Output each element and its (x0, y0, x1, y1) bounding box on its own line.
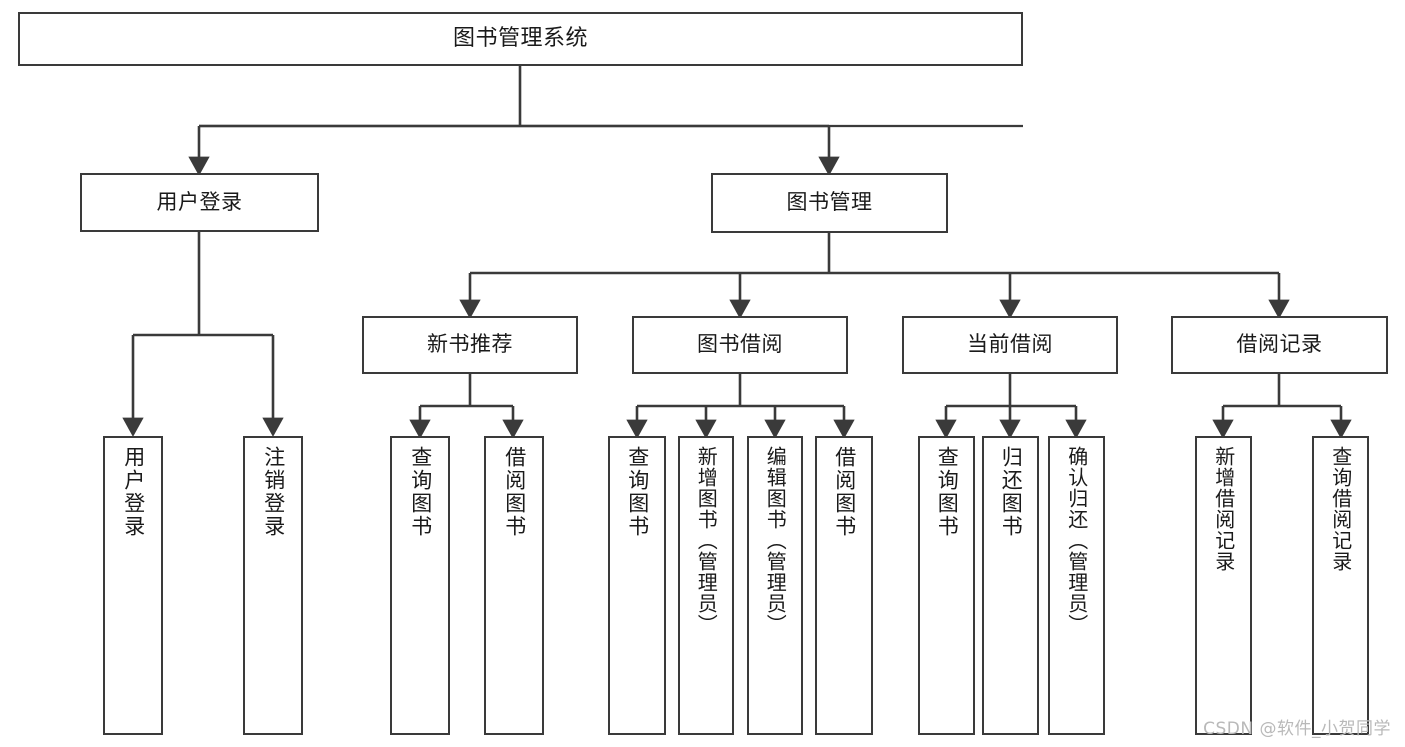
node-label: 图书借阅 (697, 332, 783, 357)
node-leaf-query-book-borrow[interactable]: 查询图书 (608, 436, 666, 735)
node-label: 编辑图书（管理员） (763, 446, 788, 635)
node-label: 新书推荐 (427, 332, 513, 357)
node-label: 查询借阅记录 (1328, 446, 1353, 572)
node-current-borrow[interactable]: 当前借阅 (902, 316, 1118, 374)
node-leaf-query-book-current[interactable]: 查询图书 (918, 436, 975, 735)
node-label: 确认归还（管理员） (1064, 446, 1089, 635)
watermark-text: CSDN @软件_小贺同学 (1203, 719, 1391, 739)
node-leaf-query-book-recommend[interactable]: 查询图书 (390, 436, 450, 735)
node-label: 查询图书 (625, 446, 650, 538)
node-leaf-borrow-book[interactable]: 借阅图书 (815, 436, 873, 735)
node-leaf-query-borrow-record[interactable]: 查询借阅记录 (1312, 436, 1369, 735)
node-label: 新增图书（管理员） (694, 446, 719, 635)
node-label: 图书管理 (786, 190, 873, 215)
node-leaf-return-book[interactable]: 归还图书 (982, 436, 1039, 735)
node-label: 查询图书 (408, 446, 433, 538)
node-label: 注销登录 (261, 446, 286, 538)
node-label: 新增借阅记录 (1211, 446, 1236, 572)
node-leaf-confirm-return[interactable]: 确认归还（管理员） (1048, 436, 1105, 735)
node-leaf-add-borrow-record[interactable]: 新增借阅记录 (1195, 436, 1252, 735)
node-label: 借阅记录 (1236, 332, 1323, 357)
node-label: 借阅图书 (832, 446, 857, 538)
node-root-book-management-system[interactable]: 图书管理系统 (18, 12, 1023, 66)
node-leaf-user-login[interactable]: 用户登录 (103, 436, 163, 735)
node-label: 借阅图书 (502, 446, 527, 538)
node-book-management[interactable]: 图书管理 (711, 173, 948, 233)
node-label: 图书管理系统 (452, 25, 588, 51)
node-new-book-recommend[interactable]: 新书推荐 (362, 316, 578, 374)
node-borrow-record[interactable]: 借阅记录 (1171, 316, 1388, 374)
node-label: 当前借阅 (967, 332, 1053, 357)
node-label: 用户登录 (121, 446, 146, 538)
node-leaf-logout-login[interactable]: 注销登录 (243, 436, 303, 735)
node-label: 用户登录 (156, 189, 243, 214)
node-book-borrow[interactable]: 图书借阅 (632, 316, 848, 374)
node-leaf-add-book[interactable]: 新增图书（管理员） (678, 436, 734, 735)
node-user-login[interactable]: 用户登录 (80, 173, 319, 232)
node-label: 归还图书 (999, 446, 1024, 538)
node-leaf-borrow-book-recommend[interactable]: 借阅图书 (484, 436, 544, 735)
node-label: 查询图书 (935, 446, 960, 538)
node-leaf-edit-book[interactable]: 编辑图书（管理员） (747, 436, 803, 735)
